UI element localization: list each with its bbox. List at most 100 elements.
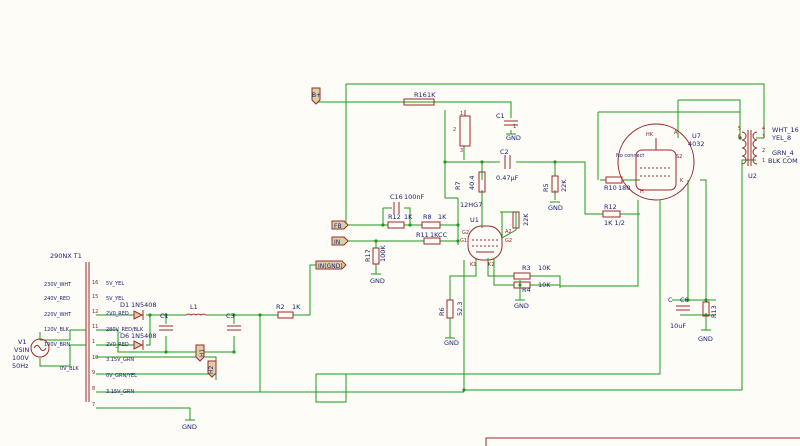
capacitor-c3: C3 bbox=[226, 312, 241, 331]
capacitor-c1-ps: C1 bbox=[159, 312, 173, 331]
resistor-r4: R4 10K GND bbox=[513, 281, 551, 310]
ground-t1: GND bbox=[182, 419, 197, 431]
resistor-r7: R7 40.4 bbox=[454, 171, 486, 193]
svg-text:R16: R16 bbox=[414, 91, 427, 99]
svg-text:240V_RED: 240V_RED bbox=[44, 296, 70, 302]
source-v1: V1 VSIN 100V 50Hz bbox=[12, 338, 50, 370]
svg-text:100nF: 100nF bbox=[404, 193, 425, 201]
svg-text:G2: G2 bbox=[505, 238, 512, 244]
svg-text:R6: R6 bbox=[438, 307, 446, 316]
resistor-r9: 22K bbox=[512, 211, 530, 229]
svg-text:4032: 4032 bbox=[688, 140, 705, 148]
svg-text:50Hz: 50Hz bbox=[12, 362, 29, 370]
svg-text:22K: 22K bbox=[522, 213, 530, 226]
svg-text:FB: FB bbox=[334, 223, 342, 230]
svg-text:52.3: 52.3 bbox=[456, 302, 464, 316]
svg-text:11: 11 bbox=[92, 324, 98, 330]
svg-text:S2: S2 bbox=[676, 154, 682, 160]
svg-text:R2: R2 bbox=[276, 303, 285, 311]
svg-text:220V_WHT: 220V_WHT bbox=[44, 312, 72, 318]
svg-text:WHT_16: WHT_16 bbox=[772, 126, 799, 134]
capacitor-c2: C2 0.47μF bbox=[496, 148, 519, 182]
svg-text:100V: 100V bbox=[12, 354, 29, 362]
resistor-r5: R5 22K GND bbox=[542, 175, 568, 212]
svg-text:H: H bbox=[640, 189, 644, 195]
svg-text:4: 4 bbox=[762, 126, 765, 132]
wires bbox=[39, 83, 765, 420]
svg-text:15: 15 bbox=[92, 294, 98, 300]
svg-text:U1: U1 bbox=[470, 216, 479, 224]
svg-text:R11: R11 bbox=[416, 231, 429, 239]
svg-text:R3: R3 bbox=[522, 264, 531, 272]
svg-text:100V_BRN: 100V_BRN bbox=[44, 342, 70, 348]
svg-text:A2: A2 bbox=[505, 229, 512, 235]
svg-text:R8: R8 bbox=[423, 213, 432, 221]
svg-text:K2: K2 bbox=[488, 262, 494, 268]
svg-text:22K: 22K bbox=[560, 179, 568, 192]
svg-text:2V0_RED: 2V0_RED bbox=[106, 342, 129, 348]
svg-text:40.4: 40.4 bbox=[468, 176, 476, 190]
svg-text:U2: U2 bbox=[748, 172, 757, 180]
svg-text:120V_BLK: 120V_BLK bbox=[44, 327, 70, 333]
transformer-u2: 5 6 4 3 2 1 WHT_16 YEL_8 GRN_4 BLK COM U… bbox=[738, 126, 799, 180]
svg-text:C3: C3 bbox=[226, 312, 235, 320]
resistor-r3: R3 10K bbox=[513, 264, 551, 280]
svg-text:C6: C6 bbox=[680, 296, 689, 304]
svg-text:G1: G1 bbox=[460, 238, 467, 244]
svg-text:GRN_4: GRN_4 bbox=[772, 149, 794, 157]
svg-text:H1: H1 bbox=[199, 348, 206, 357]
svg-text:C1: C1 bbox=[496, 112, 505, 120]
svg-text:K: K bbox=[680, 178, 684, 184]
svg-text:1K: 1K bbox=[404, 213, 413, 221]
svg-text:9: 9 bbox=[92, 370, 95, 376]
svg-text:C16: C16 bbox=[390, 193, 403, 201]
svg-text:1: 1 bbox=[92, 339, 95, 345]
resistor-r13: R13 GND bbox=[698, 301, 718, 343]
svg-text:H2: H2 bbox=[208, 365, 215, 374]
svg-text:D6: D6 bbox=[120, 332, 129, 340]
resistor-r2: R2 1K bbox=[276, 303, 301, 319]
svg-text:R10: R10 bbox=[604, 184, 617, 192]
svg-text:R4: R4 bbox=[522, 286, 531, 294]
resistor-r16: R16 1K bbox=[403, 91, 436, 106]
resistor-r17: R17 100K GND bbox=[364, 245, 387, 285]
svg-text:8: 8 bbox=[92, 386, 95, 392]
svg-text:C2: C2 bbox=[500, 148, 509, 156]
svg-text:12HG7: 12HG7 bbox=[460, 201, 482, 209]
capacitor-c6: C C6 10uF bbox=[668, 296, 690, 330]
svg-text:1K 1/2: 1K 1/2 bbox=[604, 219, 625, 227]
svg-text:10: 10 bbox=[92, 355, 98, 361]
svg-text:K1: K1 bbox=[470, 262, 476, 268]
svg-text:0.47μF: 0.47μF bbox=[496, 174, 519, 182]
svg-text:A: A bbox=[674, 130, 678, 136]
svg-text:GND: GND bbox=[444, 339, 459, 347]
svg-text:G2: G2 bbox=[462, 230, 469, 236]
svg-text:L1: L1 bbox=[190, 303, 198, 311]
net-fb: FB bbox=[331, 220, 349, 230]
svg-text:1KCC: 1KCC bbox=[430, 231, 448, 239]
resistor-r11: R11 1KCC bbox=[416, 231, 448, 245]
transformer-t1: 290NX T1 230V_WHT 240V_RED 220V_WHT 120V… bbox=[44, 252, 144, 408]
svg-text:10K: 10K bbox=[538, 264, 551, 272]
svg-text:GND: GND bbox=[514, 302, 529, 310]
svg-text:7: 7 bbox=[92, 402, 95, 408]
svg-text:230V_WHT: 230V_WHT bbox=[44, 282, 72, 288]
svg-text:5V_YEL: 5V_YEL bbox=[106, 281, 124, 287]
resistor-r12: R12 1K bbox=[387, 213, 413, 229]
capacitor-c16: C16 100nF bbox=[390, 193, 425, 214]
net-h2: H2 bbox=[207, 360, 217, 378]
svg-text:0V_BLK: 0V_BLK bbox=[60, 366, 79, 372]
svg-text:280V_RED/BLK: 280V_RED/BLK bbox=[106, 327, 144, 333]
svg-text:B+: B+ bbox=[312, 92, 321, 99]
resistor-r10: R10 180 bbox=[604, 176, 630, 192]
svg-text:1K: 1K bbox=[438, 213, 447, 221]
svg-text:3: 3 bbox=[762, 134, 765, 140]
svg-text:1: 1 bbox=[513, 124, 516, 130]
svg-text:10uF: 10uF bbox=[670, 322, 686, 330]
svg-text:HK: HK bbox=[646, 132, 654, 138]
svg-text:2V0_RED: 2V0_RED bbox=[106, 311, 129, 317]
svg-text:1: 1 bbox=[460, 111, 463, 117]
svg-text:2: 2 bbox=[453, 127, 456, 133]
svg-text:6: 6 bbox=[738, 134, 741, 140]
svg-text:GND: GND bbox=[548, 204, 563, 212]
